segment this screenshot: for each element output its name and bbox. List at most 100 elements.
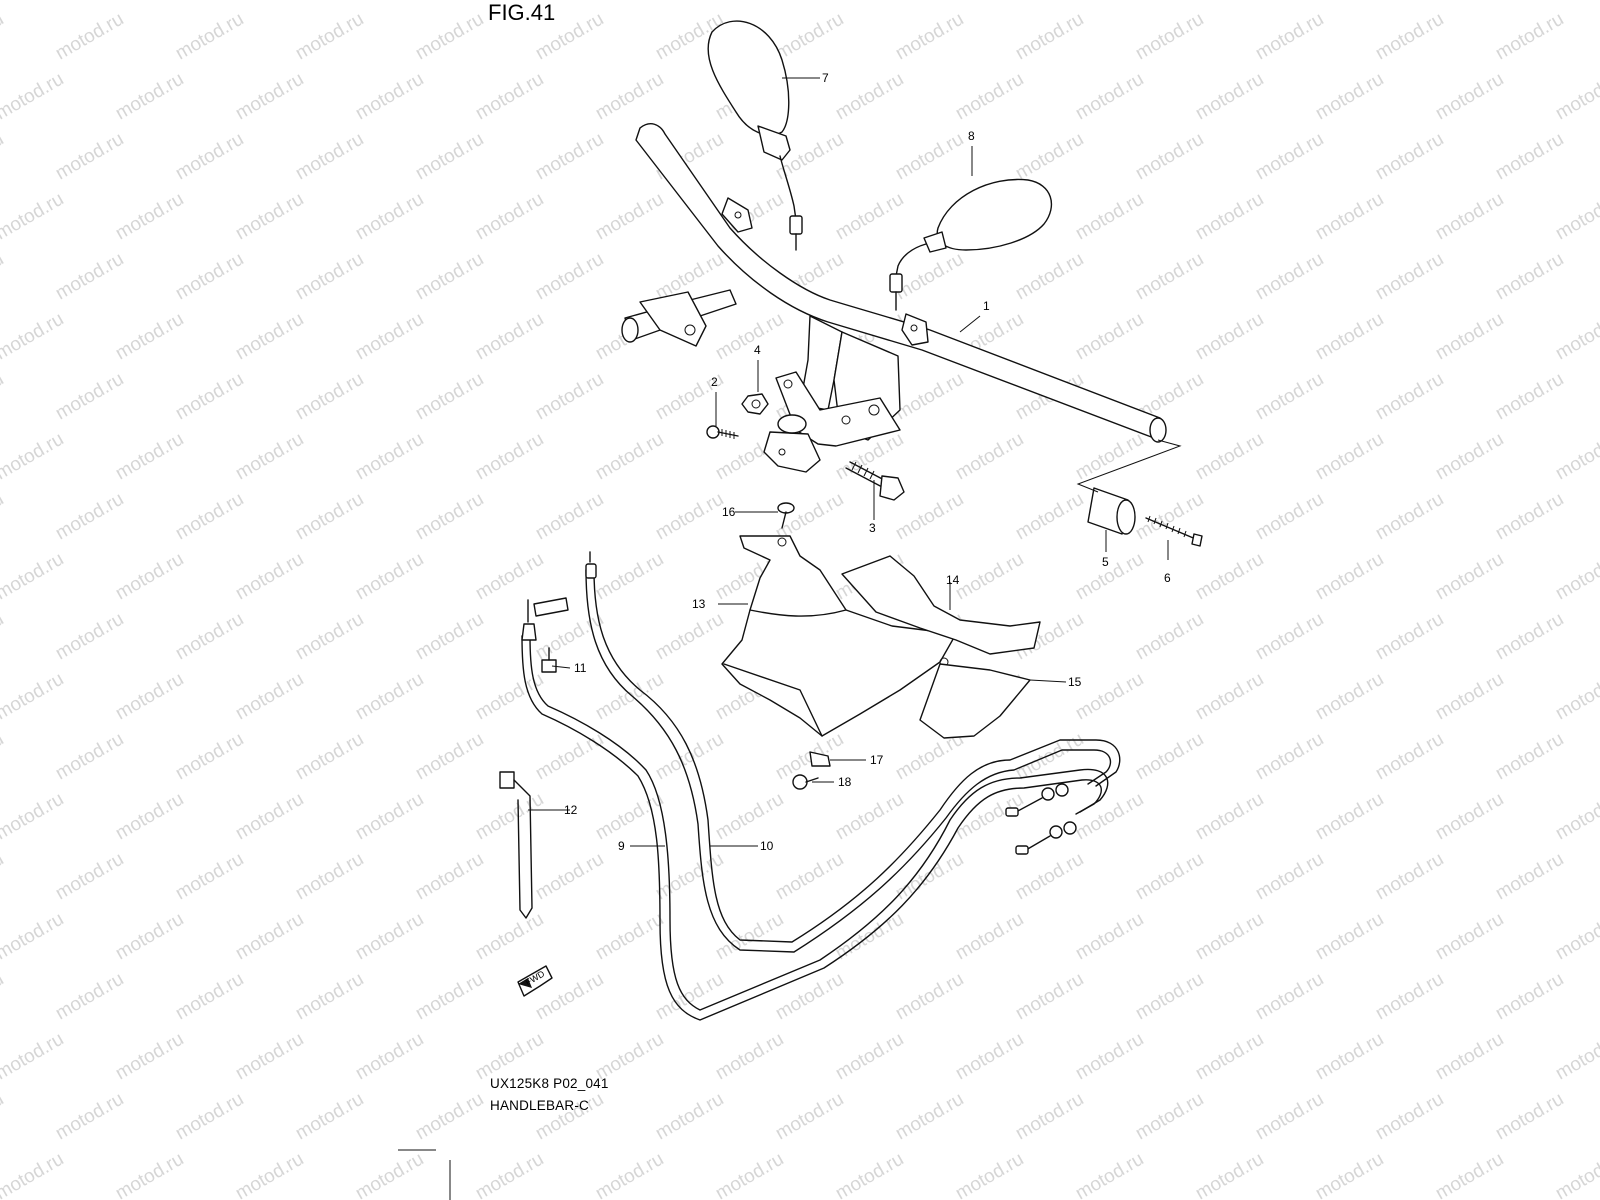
- watermark-text: motod.ru: [232, 909, 307, 965]
- watermark-text: motod.ru: [412, 609, 487, 665]
- crop-marks: [398, 1149, 451, 1200]
- watermark-text: motod.ru: [232, 309, 307, 365]
- watermark-text: motod.ru: [472, 69, 547, 125]
- watermark-text: motod.ru: [1012, 489, 1087, 545]
- watermark-text: motod.ru: [52, 369, 127, 425]
- watermark-text: motod.ru: [772, 969, 847, 1025]
- watermark-text: motod.ru: [1372, 249, 1447, 305]
- cover-14: [841, 555, 1041, 655]
- callout-4: 4: [754, 343, 761, 357]
- watermark-text: motod.ru: [352, 549, 427, 605]
- watermark-text: motod.ru: [1072, 189, 1147, 245]
- watermark-text: motod.ru: [832, 909, 907, 965]
- watermark-text: motod.ru: [532, 849, 607, 905]
- watermark-text: motod.ru: [1372, 729, 1447, 785]
- watermark-text: motod.ru: [1492, 489, 1567, 545]
- watermark-text: motod.ru: [0, 669, 67, 725]
- watermark-text: motod.ru: [1072, 549, 1147, 605]
- watermark-text: motod.ru: [0, 369, 7, 425]
- callout-14: 14: [946, 573, 960, 587]
- watermark-text: motod.ru: [1012, 849, 1087, 905]
- watermark-text: motod.ru: [1312, 429, 1387, 485]
- watermark-text: motod.ru: [292, 1089, 367, 1145]
- watermark-text: motod.ru: [1552, 789, 1600, 845]
- watermark-text: motod.ru: [52, 249, 127, 305]
- watermark-text: motod.ru: [352, 429, 427, 485]
- watermark-text: motod.ru: [412, 9, 487, 65]
- callout-12: 12: [564, 803, 578, 817]
- watermark-text: motod.ru: [1132, 1089, 1207, 1145]
- watermark-text: motod.ru: [472, 189, 547, 245]
- watermark-text: motod.ru: [952, 429, 1027, 485]
- watermark-text: motod.ru: [0, 489, 7, 545]
- watermark-text: motod.ru: [52, 129, 127, 185]
- watermark-text: motod.ru: [52, 489, 127, 545]
- watermark-text: motod.ru: [172, 489, 247, 545]
- watermark-text: motod.ru: [1192, 309, 1267, 365]
- callout-6: 6: [1164, 571, 1171, 585]
- cover-13: [721, 535, 957, 737]
- watermark-text: motod.ru: [0, 789, 67, 845]
- watermark-text: motod.ru: [1252, 249, 1327, 305]
- watermark-text: motod.ru: [352, 69, 427, 125]
- watermark-text: motod.ru: [532, 129, 607, 185]
- watermark-text: motod.ru: [232, 669, 307, 725]
- watermark-text: motod.ru: [1372, 1089, 1447, 1145]
- watermark-text: motod.ru: [232, 1149, 307, 1200]
- watermark-text: motod.ru: [712, 1149, 787, 1200]
- cable-9: [521, 597, 1109, 1021]
- watermark-text: motod.ru: [952, 0, 1027, 4]
- watermark-text: motod.ru: [1072, 669, 1147, 725]
- watermark-text: motod.ru: [0, 309, 67, 365]
- watermark-text: motod.ru: [0, 909, 67, 965]
- watermark-text: motod.ru: [592, 69, 667, 125]
- cable-tie-12: [499, 771, 533, 919]
- fwd-arrow-icon: [517, 965, 553, 997]
- watermark-text: motod.ru: [112, 309, 187, 365]
- watermark-text: motod.ru: [1312, 669, 1387, 725]
- watermark-text: motod.ru: [292, 249, 367, 305]
- watermark-text: motod.ru: [1132, 729, 1207, 785]
- watermark-text: motod.ru: [532, 609, 607, 665]
- watermark-text: motod.ru: [472, 1149, 547, 1200]
- watermark-text: motod.ru: [0, 849, 7, 905]
- watermark-text: motod.ru: [172, 729, 247, 785]
- watermark-text: motod.ru: [172, 849, 247, 905]
- watermark-text: motod.ru: [952, 1029, 1027, 1085]
- watermark-text: motod.ru: [0, 69, 67, 125]
- watermark-text: motod.ru: [652, 969, 727, 1025]
- watermark-text: motod.ru: [1312, 69, 1387, 125]
- watermark-text: motod.ru: [1072, 429, 1147, 485]
- watermark-text: motod.ru: [1192, 189, 1267, 245]
- watermark-text: motod.ru: [1252, 1089, 1327, 1145]
- watermark-text: motod.ru: [532, 1089, 607, 1145]
- watermark-text: motod.ru: [1492, 9, 1567, 65]
- watermark-text: motod.ru: [412, 129, 487, 185]
- callout-8: 8: [968, 129, 975, 143]
- watermark-text: motod.ru: [1552, 1149, 1600, 1200]
- watermark-text: motod.ru: [292, 609, 367, 665]
- watermark-text: motod.ru: [1192, 69, 1267, 125]
- watermark-text: motod.ru: [592, 909, 667, 965]
- watermark-text: motod.ru: [472, 309, 547, 365]
- watermark-text: motod.ru: [1552, 1029, 1600, 1085]
- watermark-text: motod.ru: [832, 0, 907, 4]
- leader-dashed: [1076, 439, 1182, 493]
- watermark-text: motod.ru: [1252, 969, 1327, 1025]
- watermark-text: motod.ru: [352, 1029, 427, 1085]
- watermark-text: motod.ru: [52, 849, 127, 905]
- watermark-text: motod.ru: [772, 1089, 847, 1145]
- watermark-text: motod.ru: [1492, 369, 1567, 425]
- watermark-text: motod.ru: [112, 69, 187, 125]
- watermark-text: motod.ru: [712, 1029, 787, 1085]
- watermark-text: motod.ru: [1012, 9, 1087, 65]
- watermark-text: motod.ru: [1252, 369, 1327, 425]
- watermark-text: motod.ru: [412, 849, 487, 905]
- watermark-text: motod.ru: [352, 189, 427, 245]
- watermark-text: motod.ru: [1432, 309, 1507, 365]
- watermark-text: motod.ru: [1132, 249, 1207, 305]
- watermark-text: motod.ru: [1432, 69, 1507, 125]
- watermark-text: motod.ru: [412, 249, 487, 305]
- watermark-text: motod.ru: [1372, 9, 1447, 65]
- watermark-text: motod.ru: [532, 729, 607, 785]
